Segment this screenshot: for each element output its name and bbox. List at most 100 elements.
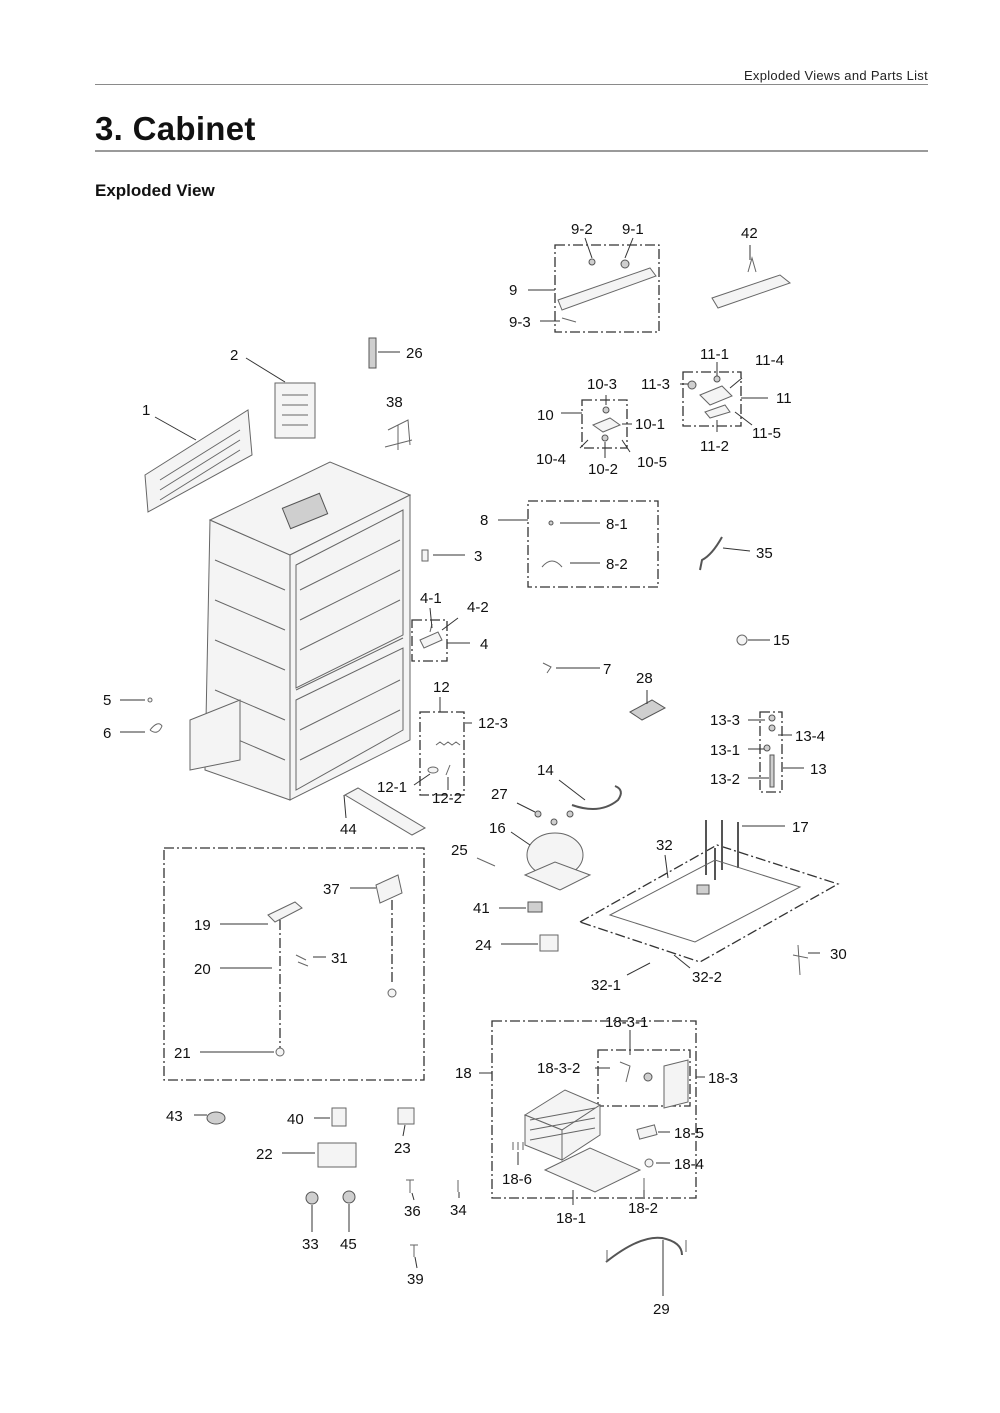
- part-41: [527, 901, 543, 913]
- part-8-2: [541, 560, 563, 568]
- header-rule: [95, 84, 928, 85]
- callout-labels: 1 2 3 4 4-1 4-2 5 6 7 8 8-1 8-2 9 9-1 9-…: [103, 221, 847, 1318]
- part-18-3-2: [619, 1061, 631, 1083]
- part-14: [571, 785, 622, 810]
- part-36: [406, 1179, 414, 1193]
- callout-9-1: 9-1: [622, 221, 644, 238]
- callout-45: 45: [340, 1236, 357, 1253]
- callout-5: 5: [103, 692, 111, 709]
- callout-13-1: 13-1: [710, 742, 740, 759]
- callout-41: 41: [473, 900, 490, 917]
- part-37: [375, 874, 403, 904]
- part-12-1: [427, 766, 439, 774]
- callout-44: 44: [340, 821, 357, 838]
- callout-6: 6: [103, 725, 111, 742]
- parts: [144, 256, 809, 1263]
- cabinet-front: [289, 494, 411, 801]
- part-33: [305, 1191, 319, 1205]
- part-21: [275, 1047, 285, 1057]
- part-3: [421, 549, 429, 562]
- group-boxes: [163, 244, 840, 1199]
- part-26: [368, 337, 377, 369]
- part-15: [736, 634, 748, 646]
- callout-8: 8: [480, 512, 488, 529]
- callout-9-2: 9-2: [571, 221, 593, 238]
- callout-32: 32: [656, 837, 673, 854]
- callout-18-1: 18-1: [556, 1210, 586, 1227]
- part-18-1: [543, 1147, 642, 1193]
- part-18-5: [636, 1124, 658, 1140]
- callout-37: 37: [323, 881, 340, 898]
- machine-compartment: [189, 699, 241, 771]
- callout-17: 17: [792, 819, 809, 836]
- running-head: Exploded Views and Parts List: [743, 68, 928, 83]
- callout-22: 22: [256, 1146, 273, 1163]
- callout-40: 40: [287, 1111, 304, 1128]
- callout-13-3: 13-3: [710, 712, 740, 729]
- callout-4-1: 4-1: [420, 590, 442, 607]
- callout-7: 7: [603, 661, 611, 678]
- part-30: [792, 944, 809, 976]
- callout-24: 24: [475, 937, 492, 954]
- callout-13-4: 13-4: [795, 728, 825, 745]
- callout-36: 36: [404, 1203, 421, 1220]
- callout-3: 3: [474, 548, 482, 565]
- part-1-rear-cover: [144, 409, 253, 513]
- callout-1: 1: [142, 402, 150, 419]
- callout-14: 14: [537, 762, 554, 779]
- callout-10-2: 10-2: [588, 461, 618, 478]
- callout-25: 25: [451, 842, 468, 859]
- part-43: [206, 1111, 226, 1125]
- box-group-13: [759, 711, 783, 793]
- part-29: [605, 1236, 683, 1263]
- callout-23: 23: [394, 1140, 411, 1157]
- callout-18-5: 18-5: [674, 1125, 704, 1142]
- callout-31: 31: [331, 950, 348, 967]
- part-23: [397, 1107, 415, 1125]
- callout-30: 30: [830, 946, 847, 963]
- part-18-3: [663, 1059, 689, 1109]
- callout-26: 26: [406, 345, 423, 362]
- callout-18-3: 18-3: [708, 1070, 738, 1087]
- callout-38: 38: [386, 394, 403, 411]
- part-7: [542, 662, 552, 674]
- callout-28: 28: [636, 670, 653, 687]
- part-10: [591, 417, 622, 433]
- callout-16: 16: [489, 820, 506, 837]
- callout-10-3: 10-3: [587, 376, 617, 393]
- callout-18-6: 18-6: [502, 1171, 532, 1188]
- part-4: [419, 631, 443, 649]
- part-16-base: [523, 861, 592, 891]
- callout-42: 42: [741, 225, 758, 242]
- callout-32-2: 32-2: [692, 969, 722, 986]
- part-45: [342, 1190, 356, 1204]
- callout-29: 29: [653, 1301, 670, 1318]
- part-2-label: [274, 382, 316, 439]
- callout-39: 39: [407, 1271, 424, 1288]
- callout-18-3-1: 18-3-1: [605, 1014, 648, 1031]
- callout-27: 27: [491, 786, 508, 803]
- callout-4-2: 4-2: [467, 599, 489, 616]
- callout-33: 33: [302, 1236, 319, 1253]
- callout-10-4: 10-4: [536, 451, 566, 468]
- title-rule: [95, 150, 928, 152]
- callout-11: 11: [776, 390, 792, 407]
- box-group-8: [527, 500, 659, 588]
- part-19: [267, 901, 303, 923]
- callout-2: 2: [230, 347, 238, 364]
- part-25: [476, 857, 496, 867]
- callout-10-5: 10-5: [637, 454, 667, 471]
- callout-18-2: 18-2: [628, 1200, 658, 1217]
- callout-32-1: 32-1: [591, 977, 621, 994]
- callout-4: 4: [480, 636, 488, 653]
- part-42: [711, 274, 792, 309]
- callout-12-3: 12-3: [478, 715, 508, 732]
- callout-11-2: 11-2: [700, 438, 729, 455]
- fridge-compartment: [295, 509, 404, 689]
- box-group-12: [419, 711, 465, 796]
- part-28: [629, 699, 667, 721]
- box-group-18-3: [597, 1049, 691, 1107]
- callout-13: 13: [810, 761, 827, 778]
- callout-11-5: 11-5: [752, 425, 781, 442]
- callout-9-3: 9-3: [509, 314, 531, 331]
